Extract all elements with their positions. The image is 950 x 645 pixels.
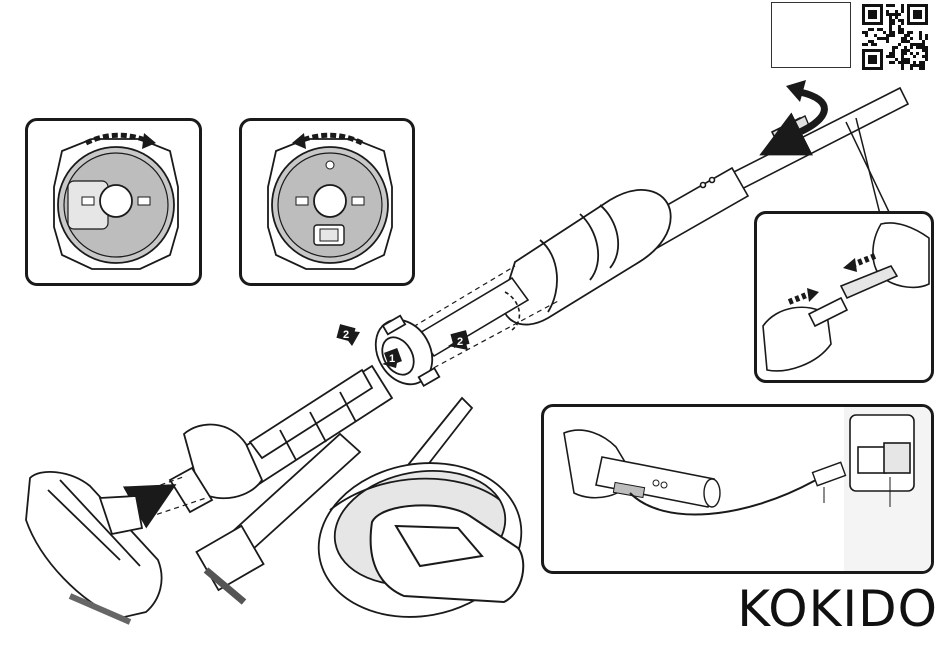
port-cover-panel (754, 211, 934, 383)
brand-logo: KOKIDO (648, 585, 938, 633)
pole-top-segment (722, 88, 908, 194)
ring-lock-panel (239, 118, 415, 286)
nozzle-insert-arrow-icon (148, 490, 166, 500)
step-2-left-label: 2 (343, 329, 349, 341)
port-cover-illustration (757, 214, 934, 383)
step-1-label: 1 (389, 353, 395, 365)
ring-unlock-illustration (28, 121, 202, 286)
charging-illustration (544, 407, 934, 574)
push-arrow-icon (855, 256, 875, 264)
pull-arrow-icon (789, 294, 809, 302)
step-2-right-label: 2 (457, 336, 463, 348)
vacuum-nozzle-head (26, 472, 162, 622)
ring-unlock-panel (25, 118, 202, 286)
motor-housing (503, 190, 671, 325)
ring-lock-illustration (242, 121, 415, 286)
charging-panel (541, 404, 934, 574)
step-arrow-2-left: 2 (336, 324, 360, 346)
